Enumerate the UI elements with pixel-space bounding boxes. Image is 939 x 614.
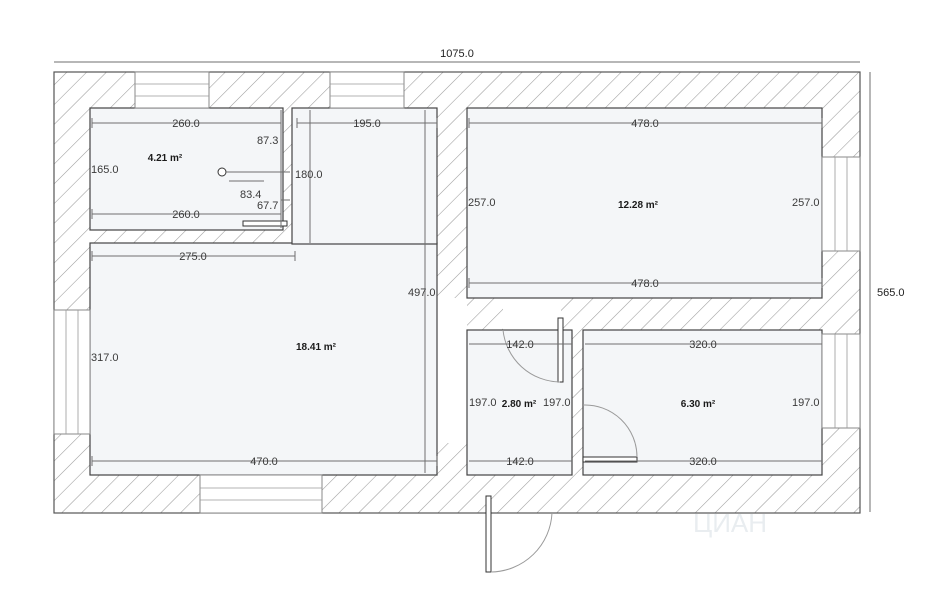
- dim-niche-h: 180.0: [295, 169, 323, 181]
- overall-height-dimension: 565.0: [869, 72, 905, 512]
- dimension-labels: 260.0 260.0 165.0 87.3 180.0 83.4 67.7 1…: [91, 118, 820, 468]
- dim-hall-bottom: 142.0: [506, 456, 534, 468]
- overall-width-dimension: 1075.0: [54, 48, 860, 63]
- dim-kit-top: 320.0: [689, 339, 717, 351]
- area-bathroom: 4.21 m²: [148, 153, 183, 164]
- window-top-left: [134, 71, 210, 109]
- door-kitchen: [582, 404, 638, 463]
- fixture-marker: [217, 167, 290, 177]
- overall-height-label: 565.0: [877, 287, 905, 299]
- window-right-bedroom: [821, 156, 861, 252]
- dim-corr-top: 195.0: [353, 118, 381, 130]
- door-hall: [502, 317, 564, 383]
- room-kitchen: [582, 329, 823, 476]
- room-bedroom: [466, 107, 823, 299]
- dim-kit-right: 197.0: [792, 397, 820, 409]
- dim-hall-left: 197.0: [469, 397, 497, 409]
- dim-living-top: 275.0: [179, 251, 207, 263]
- room-area-labels: 4.21 m² 12.28 m² 18.41 m² 2.80 m² 6.30 m…: [148, 153, 716, 410]
- dim-bed-right: 257.0: [792, 197, 820, 209]
- dim-bath-bottom: 260.0: [172, 209, 200, 221]
- dim-living-bottom: 470.0: [250, 456, 278, 468]
- room-bathroom: [89, 107, 284, 231]
- area-kitchen: 6.30 m²: [681, 399, 716, 410]
- dim-living-left: 317.0: [91, 352, 119, 364]
- door-bathroom: [242, 220, 288, 227]
- dim-bath-left: 165.0: [91, 164, 119, 176]
- window-bottom: [199, 474, 323, 514]
- dim-bed-bottom: 478.0: [631, 278, 659, 290]
- area-bedroom: 12.28 m²: [618, 200, 659, 211]
- door-entrance: [485, 495, 553, 573]
- dim-bed-top: 478.0: [631, 118, 659, 130]
- corridor-gap: [437, 298, 467, 443]
- window-left: [53, 309, 91, 435]
- dim-kit-bottom: 320.0: [689, 456, 717, 468]
- room-living: [89, 242, 438, 476]
- dim-hall-top: 142.0: [506, 339, 534, 351]
- room-hall: [466, 329, 573, 476]
- dim-niche-inner: 83.4: [240, 189, 261, 201]
- watermark: ЦИАН: [693, 508, 767, 538]
- window-right-kitchen: [821, 333, 861, 429]
- dim-niche-w: 87.3: [257, 135, 278, 147]
- dim-hall-right: 197.0: [543, 397, 571, 409]
- dim-bath-top: 260.0: [172, 118, 200, 130]
- dim-niche-small: 67.7: [257, 200, 278, 212]
- window-top-middle: [329, 71, 405, 109]
- dim-living-right: 497.0: [408, 287, 436, 299]
- dim-bed-left: 257.0: [468, 197, 496, 209]
- overall-width-label: 1075.0: [440, 48, 474, 60]
- area-hall: 2.80 m²: [502, 399, 537, 410]
- hall-doorway: [503, 298, 561, 330]
- area-living: 18.41 m²: [296, 342, 337, 353]
- dimension-lines: [91, 110, 823, 473]
